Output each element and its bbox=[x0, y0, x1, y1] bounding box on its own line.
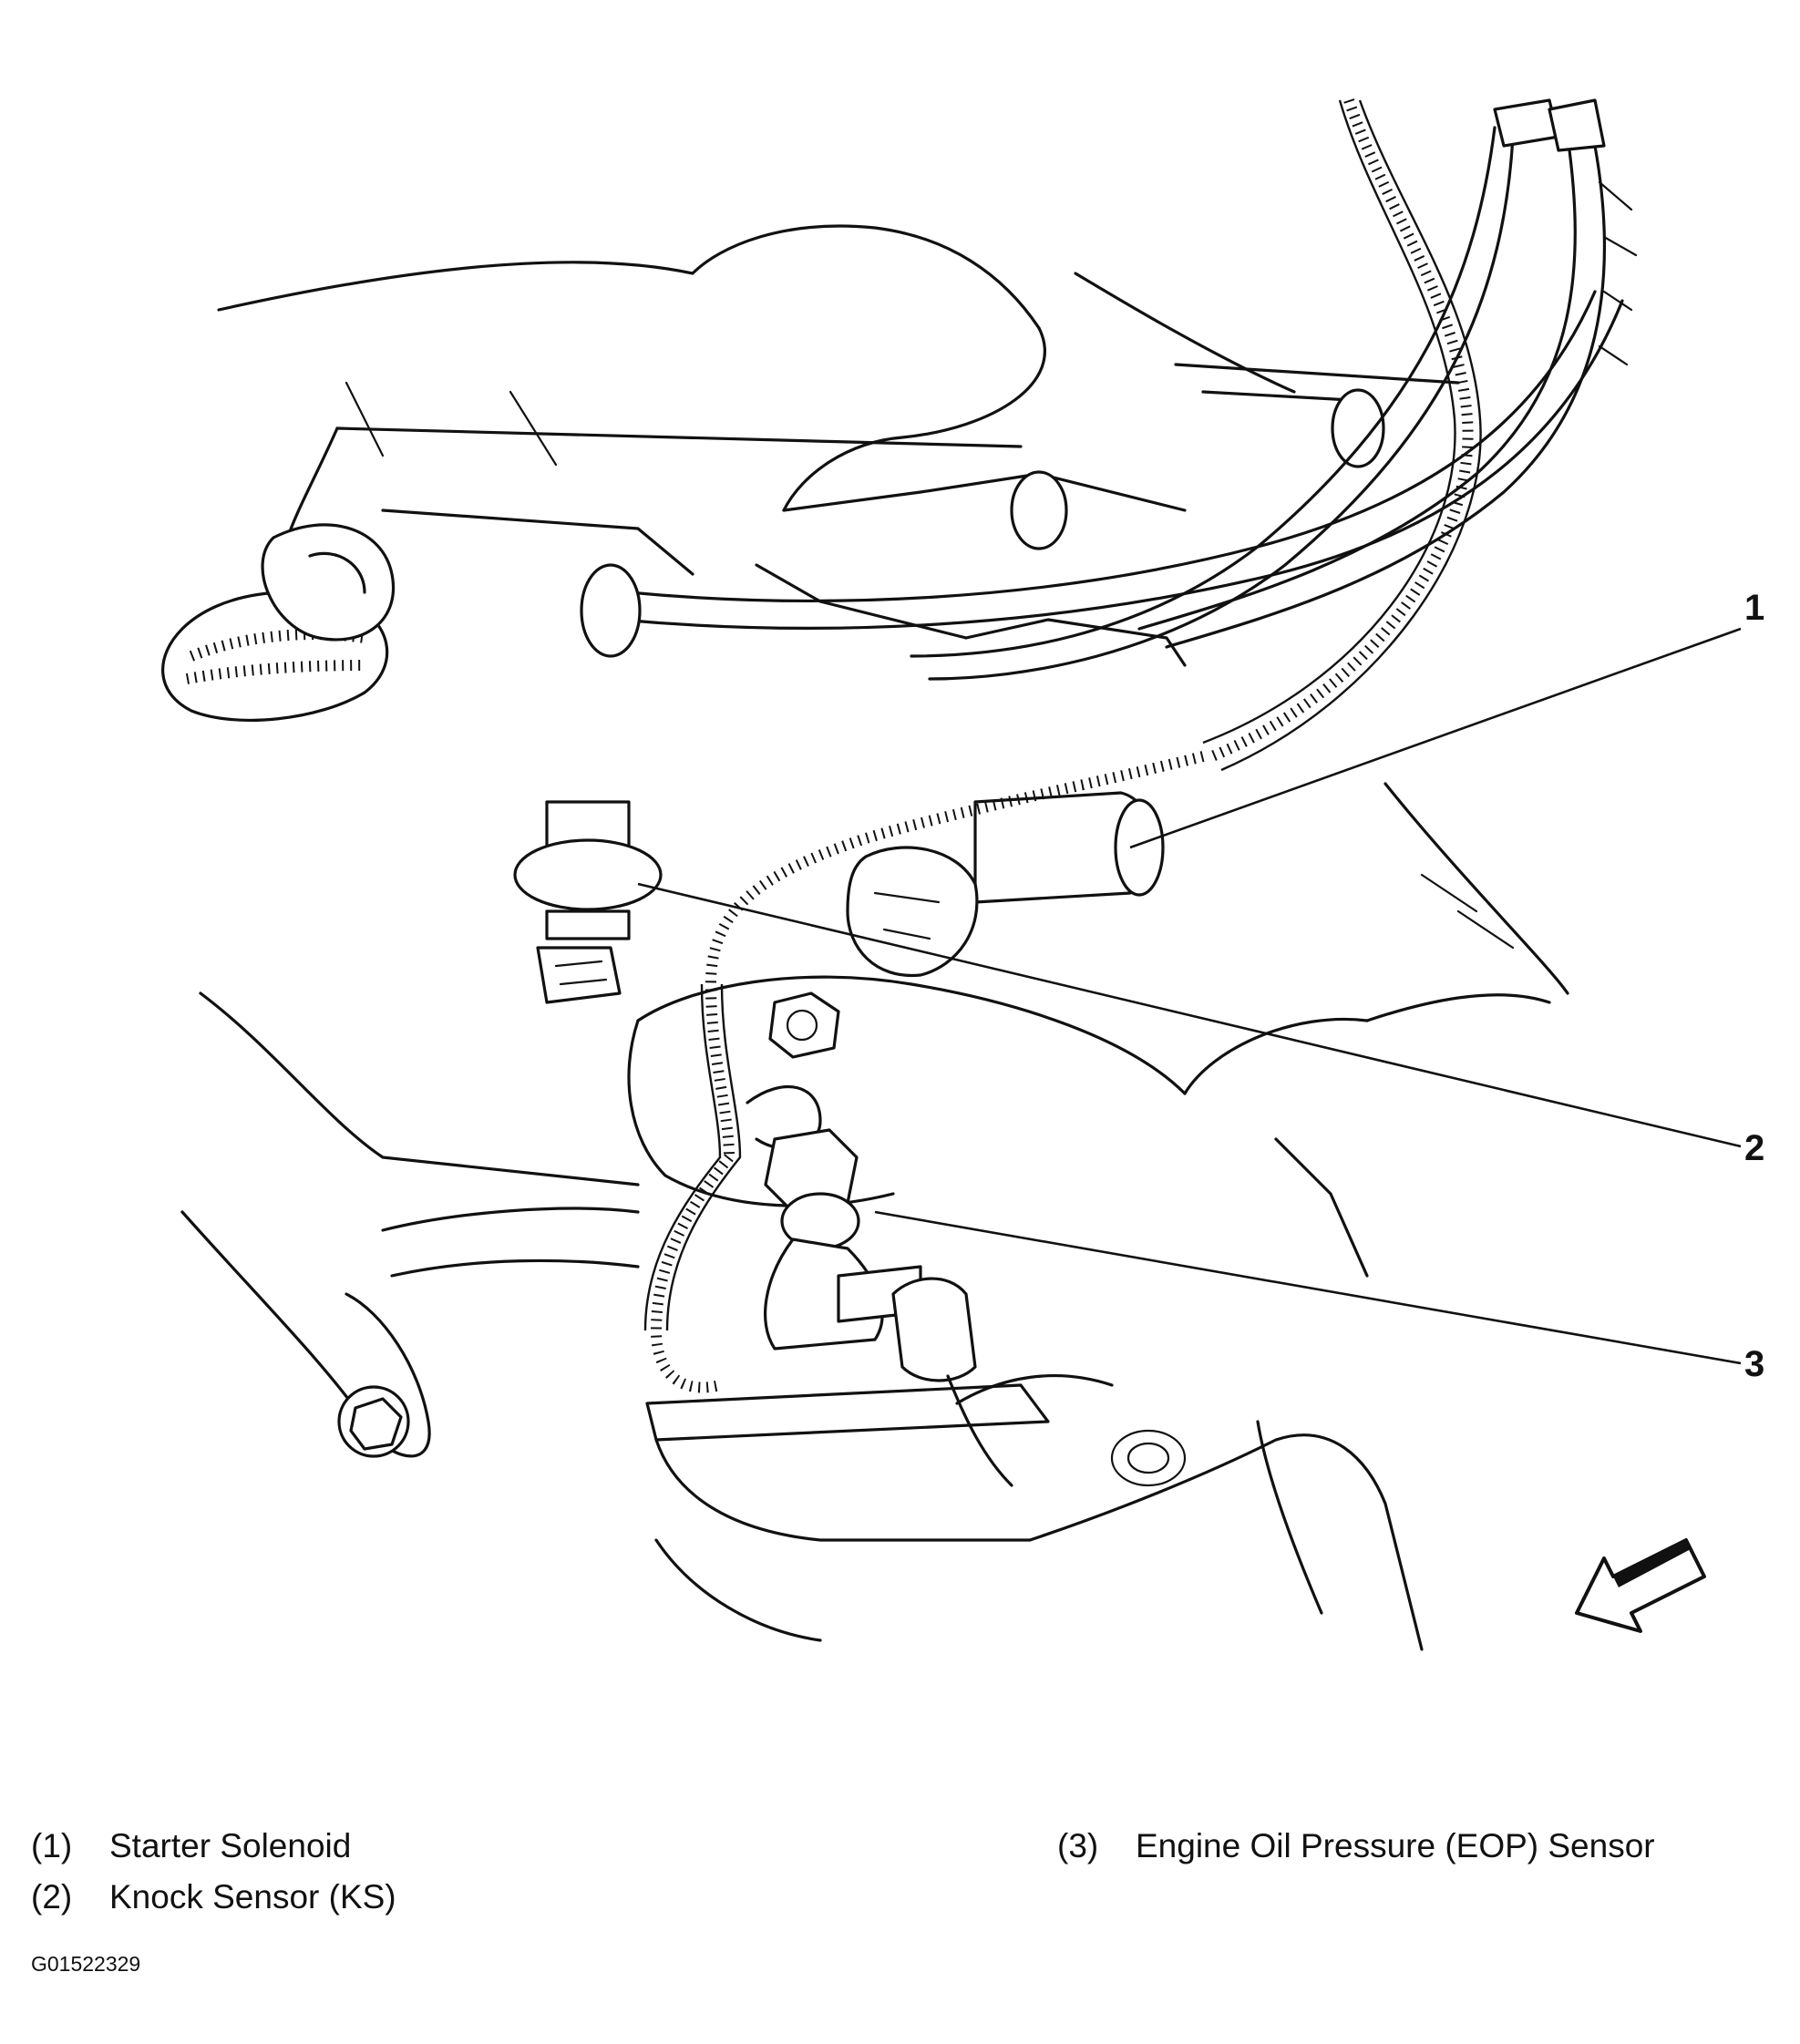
figure-id: G01522329 bbox=[31, 1952, 141, 1976]
legend-item-number: (2) bbox=[31, 1878, 73, 1916]
callout-3: 3 bbox=[1744, 1344, 1764, 1384]
engine-illustration: 1 2 3 bbox=[161, 98, 1764, 1651]
leader-lines bbox=[637, 627, 1742, 1365]
legend-item-label: Starter Solenoid bbox=[109, 1827, 352, 1864]
legend-item-label: Engine Oil Pressure (EOP) Sensor bbox=[1136, 1827, 1655, 1864]
engine-sensor-diagram: 1 2 3 bbox=[161, 98, 1764, 1651]
callout-1: 1 bbox=[1744, 588, 1764, 628]
front-of-vehicle-arrow-icon bbox=[1575, 1538, 1706, 1633]
eop-sensor bbox=[764, 1128, 1013, 1487]
left-hose bbox=[161, 523, 396, 722]
legend-item-number: (1) bbox=[31, 1827, 73, 1864]
leader-line-2 bbox=[637, 882, 1742, 1148]
callout-2: 2 bbox=[1744, 1128, 1764, 1168]
legend-item-eop-sensor: (3) Engine Oil Pressure (EOP) Sensor bbox=[1057, 1826, 1655, 1866]
starter-motor bbox=[627, 975, 1369, 1207]
legend-item-knock-sensor: (2) Knock Sensor (KS) bbox=[31, 1877, 396, 1917]
lower-structure bbox=[180, 782, 1569, 1651]
starter-solenoid bbox=[846, 791, 1165, 978]
upper-hose bbox=[580, 290, 1624, 658]
intake-manifold bbox=[217, 224, 1460, 667]
legend-item-starter-solenoid: (1) Starter Solenoid bbox=[31, 1826, 351, 1866]
knock-sensor bbox=[513, 800, 663, 1004]
wiring-harness bbox=[910, 98, 1638, 772]
leader-line-3 bbox=[874, 1210, 1742, 1365]
legend-item-label: Knock Sensor (KS) bbox=[109, 1878, 396, 1916]
lower-harness bbox=[643, 751, 1205, 1393]
legend-item-number: (3) bbox=[1057, 1827, 1099, 1864]
leader-line-1 bbox=[1129, 627, 1742, 849]
